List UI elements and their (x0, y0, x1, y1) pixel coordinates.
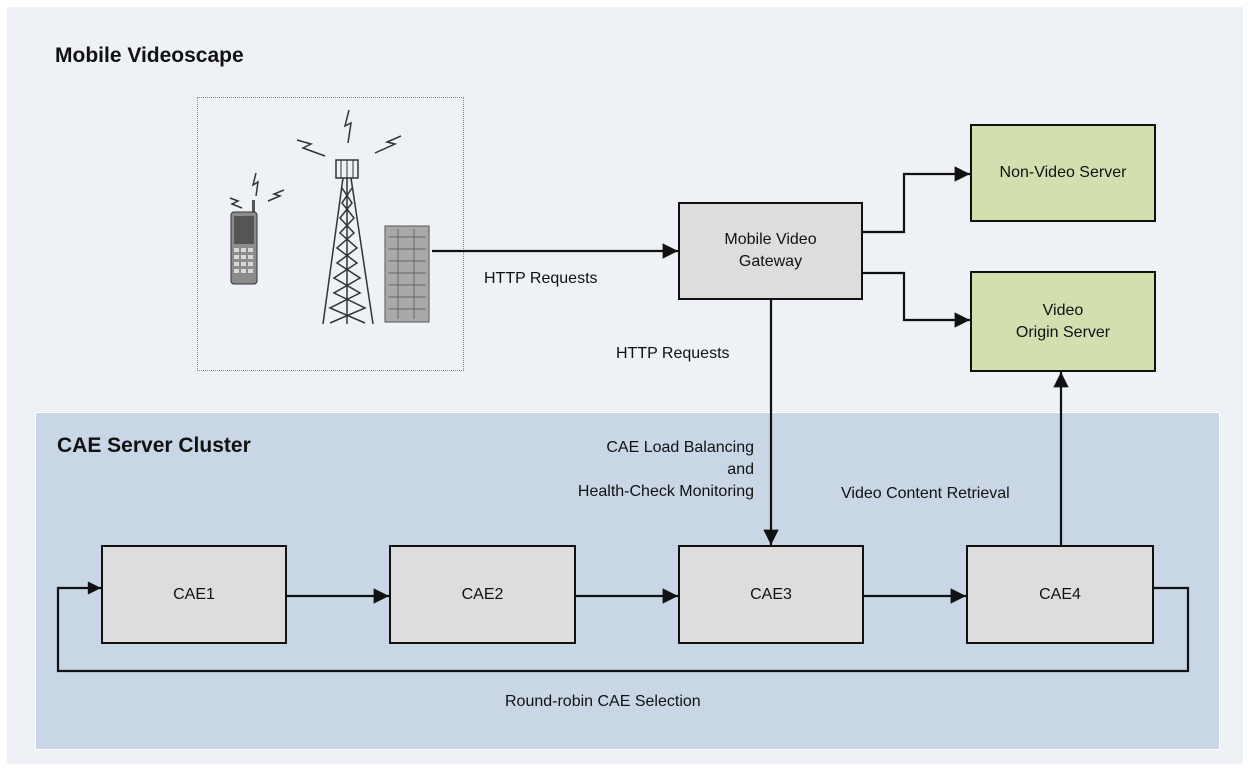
load-balancing-label: CAE Load Balancing and Health-Check Moni… (577, 439, 754, 500)
edge-gateway-to-origin (862, 271, 970, 328)
videoscape-title: Mobile Videoscape (55, 44, 244, 67)
mobile-phone-icon (229, 172, 285, 285)
cae4-node: CAE4 (966, 545, 1154, 644)
server-rack-icon (384, 225, 430, 323)
http-requests-label-1: HTTP Requests (484, 270, 598, 287)
round-robin-label: Round-robin CAE Selection (505, 693, 701, 710)
cae3-node: CAE3 (678, 545, 864, 644)
http-requests-label-2: HTTP Requests (616, 345, 730, 362)
cae1-node: CAE1 (101, 545, 287, 644)
content-retrieval-label: Video Content Retrieval (841, 485, 1010, 502)
cae2-node: CAE2 (389, 545, 576, 644)
edge-gateway-to-nonvideo (862, 166, 970, 234)
cluster-title: CAE Server Cluster (57, 434, 251, 457)
cell-tower-icon (296, 109, 402, 325)
non-video-server-node: Non-Video Server (970, 124, 1156, 222)
mobile-video-gateway-node: Mobile Video Gateway (678, 202, 863, 300)
access-network-panel (197, 97, 464, 371)
video-origin-server-node: Video Origin Server (970, 271, 1156, 372)
edge-round-robin-loop (56, 581, 1190, 673)
